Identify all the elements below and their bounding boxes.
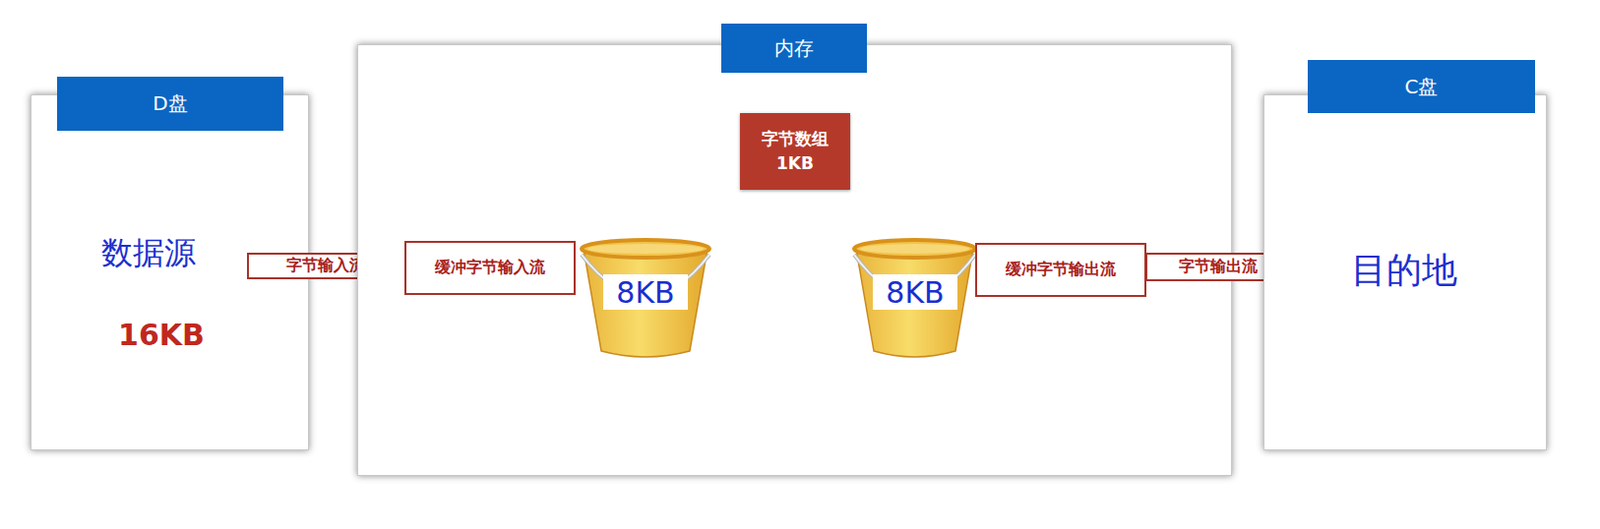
memory-panel: 内存字节数组 1KB缓冲字节输入流8KB8KB缓冲字节输出流 bbox=[357, 44, 1232, 477]
panel-header: 内存 bbox=[721, 23, 867, 73]
buffer-bucket: 8KB bbox=[848, 235, 982, 364]
byte-array-label: 字节数组 1KB bbox=[739, 113, 851, 190]
buffered-stream-box: 缓冲字节输出流 bbox=[975, 243, 1147, 298]
size-label: 16KB bbox=[31, 313, 292, 356]
stream-name: 缓冲字节输出流 bbox=[977, 245, 1145, 296]
panel-header: C盘 bbox=[1307, 60, 1536, 114]
buffer-size: 8KB bbox=[603, 274, 688, 310]
buffer-size: 8KB bbox=[872, 274, 958, 310]
buffer-bucket: 8KB bbox=[575, 235, 716, 364]
source-label: 数据源 bbox=[31, 229, 266, 279]
buffered-stream-box: 缓冲字节输入流 bbox=[404, 241, 576, 296]
byte-array-box: 字节数组 1KB bbox=[739, 113, 851, 190]
stream-name: 缓冲字节输入流 bbox=[406, 243, 574, 294]
disk-panel: C盘目的地 bbox=[1263, 94, 1547, 451]
destination-label: 目的地 bbox=[1264, 243, 1544, 299]
panel-header: D盘 bbox=[57, 76, 284, 131]
